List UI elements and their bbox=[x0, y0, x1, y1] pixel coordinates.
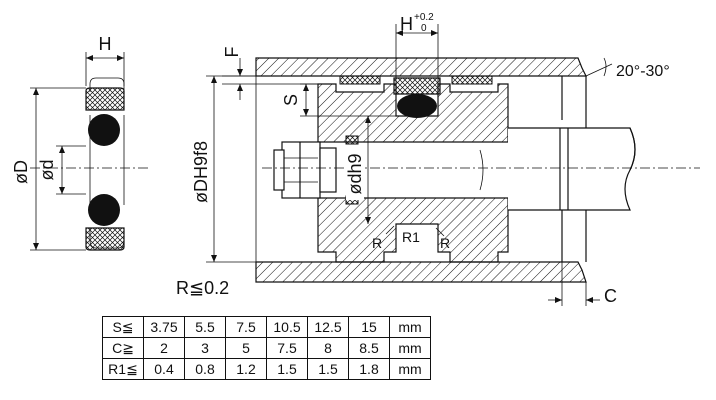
label-r1: R1 bbox=[402, 229, 420, 245]
wear-ring-left bbox=[339, 75, 381, 85]
o-ring-top bbox=[88, 114, 120, 146]
dim-id: ød bbox=[37, 145, 86, 195]
cell: 15 bbox=[348, 316, 390, 338]
seal-cap bbox=[393, 77, 441, 95]
table-row: S≦ 3.75 5.5 7.5 10.5 12.5 15 mm bbox=[102, 316, 431, 338]
label-tol-plus: +0.2 bbox=[414, 12, 434, 23]
cell: 12.5 bbox=[307, 316, 349, 338]
seal-cap-bottom bbox=[85, 227, 125, 251]
label-tol-zero: 0 bbox=[421, 23, 427, 34]
row-head: C≧ bbox=[102, 337, 144, 359]
piston-rod bbox=[508, 127, 636, 211]
cell: 3.75 bbox=[143, 316, 185, 338]
installation-section bbox=[255, 57, 700, 283]
cylinder-wall-bottom bbox=[255, 261, 587, 283]
radius-labels: R R1 R bbox=[372, 225, 450, 251]
label-h-top: H bbox=[400, 14, 413, 34]
cell: 10.5 bbox=[266, 316, 308, 338]
wear-ring-right bbox=[451, 75, 493, 85]
label-rod: ødh9 bbox=[345, 153, 365, 194]
label-r-left: R bbox=[372, 235, 382, 251]
dim-h-top: H +0.2 0 bbox=[395, 12, 439, 84]
cell: 3 bbox=[184, 337, 226, 359]
label-s: S bbox=[281, 94, 301, 106]
table-row: R1≦ 0.4 0.8 1.2 1.5 1.5 1.8 mm bbox=[102, 358, 431, 380]
unit-cell: mm bbox=[389, 358, 431, 380]
label-c: C bbox=[604, 286, 617, 306]
cylinder-wall-top bbox=[255, 57, 587, 77]
label-r-right: R bbox=[440, 235, 450, 251]
dim-c: C bbox=[548, 262, 617, 306]
dim-s: S bbox=[281, 83, 396, 117]
seal-section bbox=[30, 77, 150, 251]
cell: 7.5 bbox=[225, 316, 267, 338]
cell: 8.5 bbox=[348, 337, 390, 359]
dim-od: øD bbox=[11, 87, 86, 251]
cell: 8 bbox=[307, 337, 349, 359]
seal-cap-top bbox=[85, 87, 125, 111]
cell: 0.8 bbox=[184, 358, 226, 380]
seal-o-ring bbox=[397, 94, 437, 118]
label-od: øD bbox=[11, 160, 31, 184]
dim-h-left: H bbox=[85, 34, 125, 86]
label-r-note: R≦0.2 bbox=[176, 278, 229, 298]
cell: 1.8 bbox=[348, 358, 390, 380]
cell: 1.5 bbox=[307, 358, 349, 380]
cell: 1.2 bbox=[225, 358, 267, 380]
unit-cell: mm bbox=[389, 337, 431, 359]
table-row: C≧ 2 3 5 7.5 8 8.5 mm bbox=[102, 337, 431, 359]
dim-rod: ødh9 bbox=[345, 116, 371, 224]
spec-table: S≦ 3.75 5.5 7.5 10.5 12.5 15 mm C≧ 2 3 5… bbox=[102, 316, 431, 380]
row-head: S≦ bbox=[102, 316, 144, 338]
cell: 7.5 bbox=[266, 337, 308, 359]
cell: 1.5 bbox=[266, 358, 308, 380]
row-head: R1≦ bbox=[102, 358, 144, 380]
label-h-left: H bbox=[99, 34, 112, 54]
label-bore: øDH9f8 bbox=[191, 141, 211, 203]
label-angle: 20°-30° bbox=[616, 63, 670, 80]
cell: 5.5 bbox=[184, 316, 226, 338]
cell: 5 bbox=[225, 337, 267, 359]
unit-cell: mm bbox=[389, 316, 431, 338]
label-f: F bbox=[222, 47, 242, 58]
dim-bore: øDH9f8 bbox=[191, 75, 256, 263]
cell: 0.4 bbox=[143, 358, 185, 380]
dim-angle: 20°-30° bbox=[585, 57, 670, 80]
o-ring-bottom bbox=[88, 194, 120, 226]
label-id: ød bbox=[37, 159, 57, 180]
cell: 2 bbox=[143, 337, 185, 359]
nut bbox=[281, 141, 321, 199]
